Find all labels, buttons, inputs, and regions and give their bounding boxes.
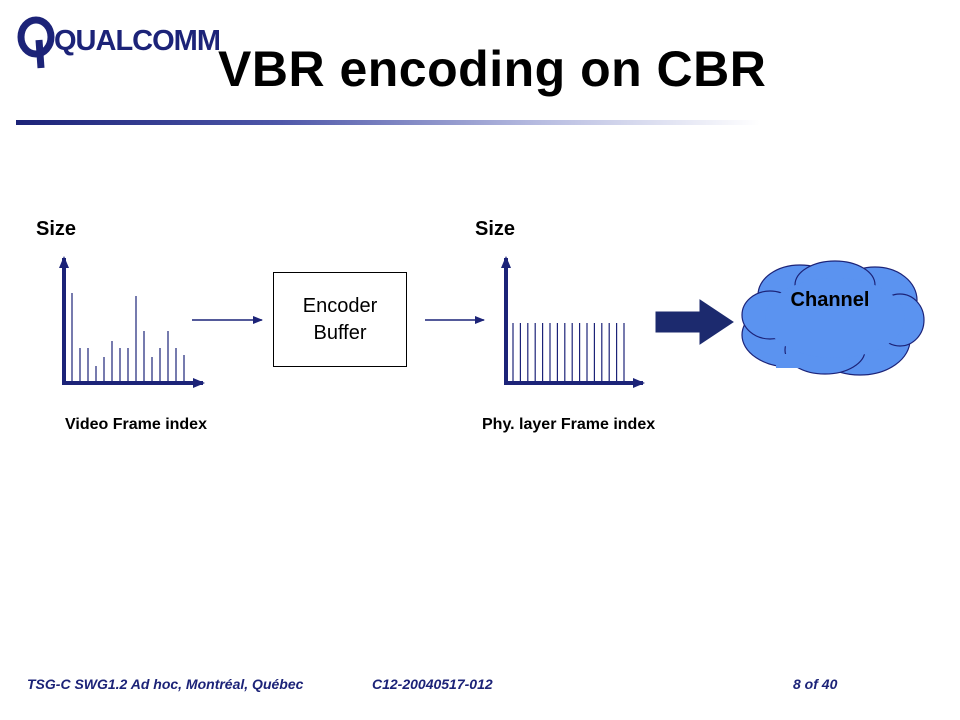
encoder-buffer-label-line2: Buffer xyxy=(313,321,367,344)
encoder-buffer-box: Encoder Buffer xyxy=(273,272,407,367)
right-chart xyxy=(501,256,645,388)
left-chart-x-label: Video Frame index xyxy=(65,416,207,433)
channel-cloud xyxy=(741,260,925,376)
channel-label: Channel xyxy=(790,289,870,311)
left-chart xyxy=(59,256,205,388)
right-chart-x-label: Phy. layer Frame index xyxy=(482,416,656,433)
qualcomm-logo: QUALCOMM xyxy=(17,16,219,69)
right-chart-y-label: Size xyxy=(475,218,516,240)
logo-wordmark: QUALCOMM xyxy=(54,25,219,57)
footer-meeting: TSG-C SWG1.2 Ad hoc, Montréal, Québec xyxy=(27,676,304,692)
encoder-buffer-label-line1: Encoder xyxy=(302,294,378,317)
block-arrow-to-channel xyxy=(655,299,734,345)
footer-page-number: 8 of 40 xyxy=(793,676,838,692)
footer-doc-id: C12-20040517-012 xyxy=(372,676,493,692)
left-chart-y-label: Size xyxy=(36,218,77,240)
slide-title: VBR encoding on CBR xyxy=(218,41,767,97)
left-chart-bars xyxy=(71,293,185,381)
title-underline xyxy=(16,120,760,125)
right-chart-bars xyxy=(512,323,625,381)
